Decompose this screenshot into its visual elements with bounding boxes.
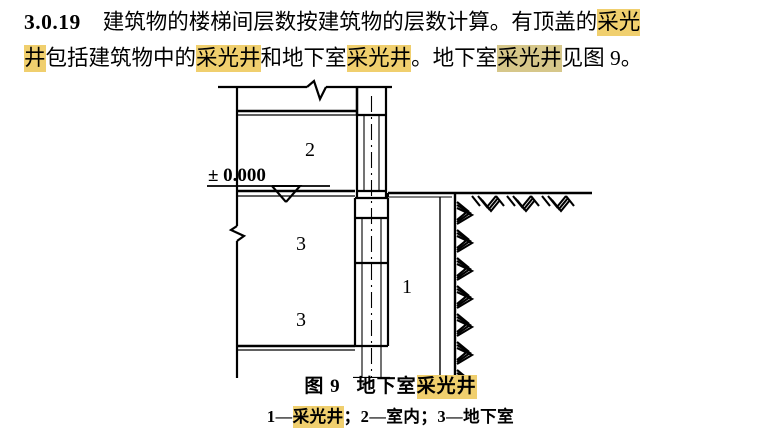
legend-item-1-key: 1 [266,407,276,426]
elevation-marker [207,184,330,203]
clause-line2-run-1-highlight: 井 [24,45,46,72]
room-label-2: 2 [305,139,315,161]
legend-item-3-dash: — [446,407,464,426]
lightwell-enclosure [387,191,457,378]
figure-room-labels: 2 3 3 1 [296,139,412,331]
room-label-3-lower: 3 [296,309,306,331]
clause-line2-run-6: 。地下室 [411,46,498,70]
figure-caption-plain: 地下室 [356,376,417,397]
clause-line-1: 3.0.19 建筑物的楼梯间层数按建筑物的层数计算。有顶盖的采光 [24,4,764,40]
figure-caption-number: 图 9 [304,376,341,397]
legend-item-2-key: 2 [360,407,370,426]
elevation-label: ± 0.000 [208,165,266,186]
clause-line2-run-2: 包括建筑物中的 [45,46,197,70]
figure-basement-lightwell: 2 3 3 1 ± 0.000 [0,78,781,378]
clause-number: 3.0.19 [24,10,81,34]
legend-item-3-plain: 地下室 [463,407,515,426]
room-label-3-upper: 3 [296,233,306,255]
clause-line2-run-3-highlight: 采光井 [196,45,261,72]
legend-item-2-dash: — [369,407,387,426]
clause-line2-run-5-highlight: 采光井 [346,45,412,72]
room-label-1: 1 [402,276,412,298]
figure-legend: 1—采光井；2—室内；3—地下室 [0,405,781,429]
figure-caption: 图 9 地下室采光井 [0,374,781,400]
figure-caption-highlight: 采光井 [416,375,477,399]
clause-line-2: 井包括建筑物中的采光井和地下室采光井。地下室采光井见图 9。 [24,40,764,76]
central-wall [353,87,390,378]
legend-sep-1: ； [343,407,361,426]
clause-line2-run-4: 和地下室 [260,46,347,70]
earth-hatch-ground-right [470,194,576,213]
clause-line2-run-8: 见图 9。 [561,46,643,70]
clause-line1-run-1: 建筑物的楼梯间层数按建筑物的层数计算。有顶盖的 [102,10,598,34]
drawing-linework [207,79,592,378]
basement-mid-slab [237,344,355,351]
left-exterior-wall [228,87,247,350]
legend-item-1-dash: — [275,407,293,426]
clause-line2-run-7-highlight: 采光井 [497,45,562,72]
legend-sep-2: ； [420,407,438,426]
top-slab [218,79,392,116]
legend-item-3-key: 3 [437,407,447,426]
earth-hatch-wall-right [455,200,474,378]
legend-item-2-plain: 室内 [386,407,421,426]
clause-text-block: 3.0.19 建筑物的楼梯间层数按建筑物的层数计算。有顶盖的采光 井包括建筑物中的… [24,4,764,76]
legend-item-1-highlight: 采光井 [292,406,344,428]
clause-line1-run-2-highlight: 采光 [597,9,641,36]
elevation-label-group: ± 0.000 [208,165,266,186]
figure-svg: 2 3 3 1 ± 0.000 [207,79,592,378]
